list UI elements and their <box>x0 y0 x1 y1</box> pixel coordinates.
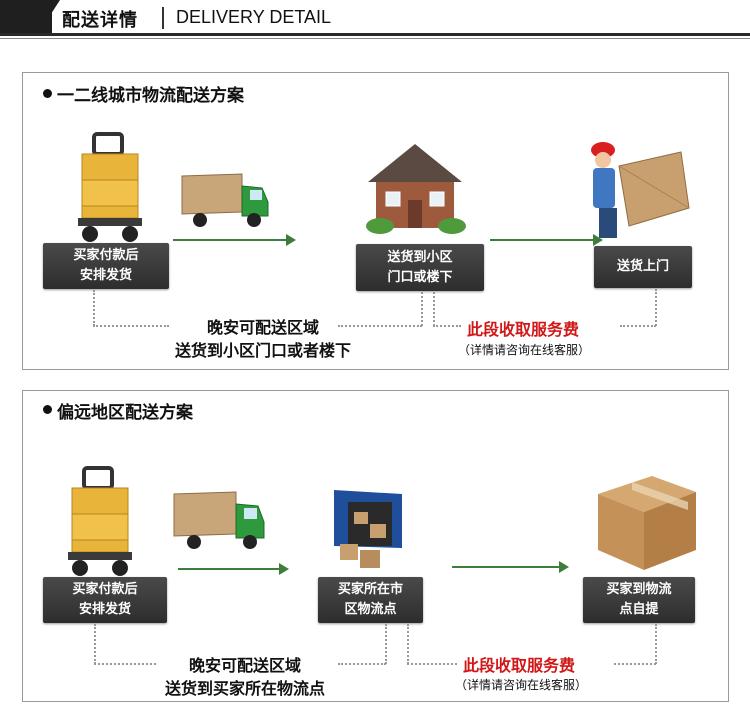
truck-icon <box>172 490 268 552</box>
section2-dot-left <box>94 624 96 664</box>
parcel-box-icon <box>592 470 702 574</box>
section2-dot-mid2 <box>407 624 409 664</box>
truck-icon <box>180 172 270 230</box>
section1-step2-line2: 门口或楼下 <box>387 268 452 288</box>
section1-title: 一二线城市物流配送方案 <box>57 81 244 106</box>
section1-dot-left <box>93 290 95 326</box>
house-icon <box>360 140 470 236</box>
section2-note-line1: 晚安可配送区域 <box>130 654 360 677</box>
section1-dot-mid2 <box>433 292 435 326</box>
header-rule-thin <box>0 38 750 39</box>
section2-step2-line2: 区物流点 <box>338 600 403 620</box>
section2-note-line2: 送货到买家所在物流点 <box>130 677 360 700</box>
section1-step2-box: 送货到小区门口或楼下 <box>356 244 484 291</box>
section2-arrow2-line <box>452 566 560 568</box>
section2-bullet <box>43 405 52 414</box>
section1-bullet <box>43 89 52 98</box>
section2-title: 偏远地区配送方案 <box>57 398 193 423</box>
section2-step1-line2: 安排发货 <box>72 600 137 620</box>
section2-arrow2-head <box>559 561 569 573</box>
section1-step3-line1: 送货上门 <box>617 257 669 277</box>
section1-dot-h3 <box>433 325 461 327</box>
section1-fee: 此段收取服务费 <box>467 316 579 340</box>
section1-dot-mid <box>421 292 423 326</box>
section2-step1-box: 买家付款后安排发货 <box>43 577 167 623</box>
section1-note: 晚安可配送区域 送货到小区门口或者楼下 <box>148 316 378 362</box>
section1-arrow1-head <box>286 234 296 246</box>
section1-arrow2-line <box>490 239 594 241</box>
section1-step2-line1: 送货到小区 <box>387 248 452 268</box>
section2-dot-mid <box>385 624 387 664</box>
section1-dot-h4 <box>620 325 656 327</box>
section1-dot-right <box>655 289 657 326</box>
header-title-cn: 配送详情 <box>62 6 138 32</box>
section2-step3-line1: 买家到物流 <box>606 580 671 600</box>
header-slant <box>38 0 60 34</box>
header-rule <box>0 33 750 36</box>
section2-step1-line1: 买家付款后 <box>72 580 137 600</box>
section1-arrow1-line <box>173 239 287 241</box>
section1-note-line1: 晚安可配送区域 <box>148 316 378 339</box>
section1-step1-line1: 买家付款后 <box>73 246 138 266</box>
loading-truck-icon <box>330 488 410 572</box>
section2-fee: 此段收取服务费 <box>463 652 575 676</box>
header-separator <box>162 7 164 29</box>
section2-arrow1-line <box>178 568 280 570</box>
hand-truck-icon <box>66 466 136 578</box>
section2-dot-right <box>655 624 657 664</box>
section2-dot-h4 <box>614 663 656 665</box>
section1-arrow2-head <box>593 234 603 246</box>
section2-step3-box: 买家到物流点自提 <box>583 577 695 623</box>
section1-step1-line2: 安排发货 <box>73 266 138 286</box>
section2-dot-h3 <box>407 663 457 665</box>
section2-step2-line1: 买家所在市 <box>338 580 403 600</box>
section1-fee-note: （详情请咨询在线客服） <box>458 341 590 358</box>
section2-fee-note: （详情请咨询在线客服） <box>455 676 587 693</box>
section2-step3-line2: 点自提 <box>606 600 671 620</box>
header-title-en: DELIVERY DETAIL <box>176 7 331 28</box>
section2-step2-box: 买家所在市区物流点 <box>318 577 423 623</box>
section1-step3-box: 送货上门 <box>594 246 692 288</box>
section1-note-line2: 送货到小区门口或者楼下 <box>148 339 378 362</box>
section1-step1-box: 买家付款后安排发货 <box>43 243 169 289</box>
hand-truck-icon <box>76 132 146 244</box>
courier-icon <box>585 138 695 248</box>
section2-note: 晚安可配送区域 送货到买家所在物流点 <box>130 654 360 700</box>
section2-arrow1-head <box>279 563 289 575</box>
